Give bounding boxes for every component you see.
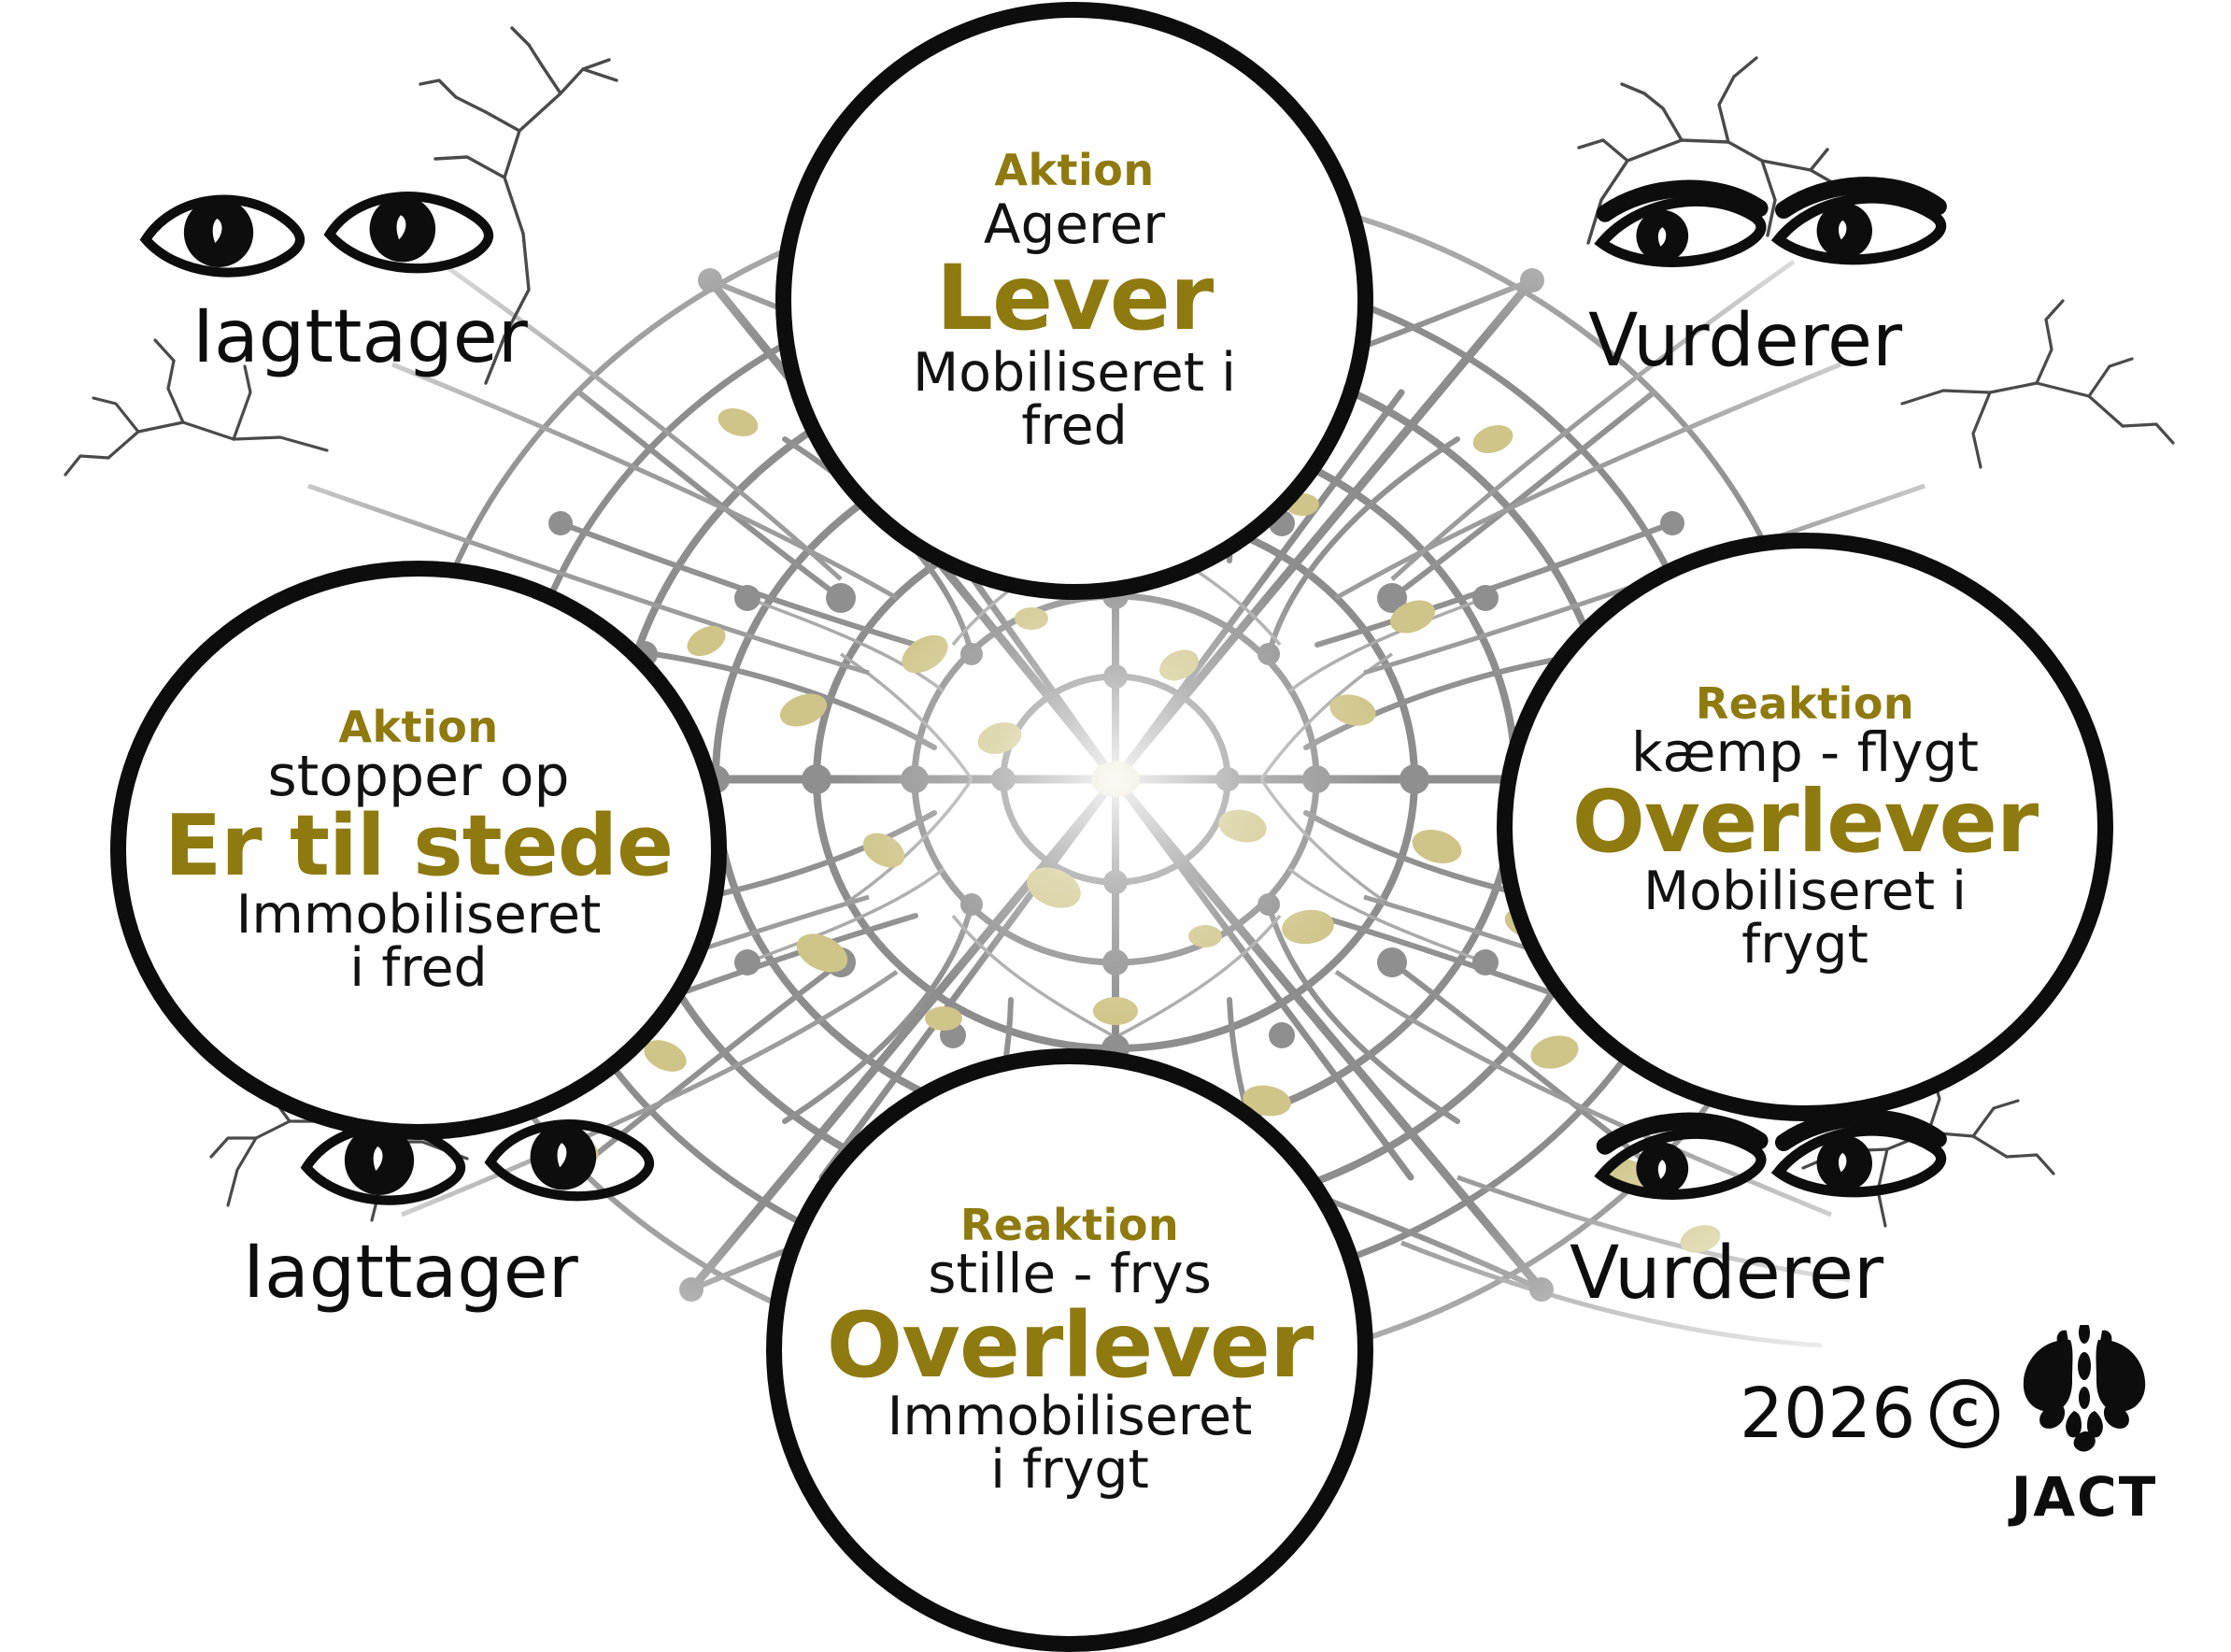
bubble-subtitle: kæmp - flygt bbox=[1630, 720, 1980, 784]
eye-group-label: Vurderer bbox=[1588, 299, 1903, 383]
eye-group-bottom-left: Iagttager bbox=[243, 1098, 673, 1309]
concept-bubble-reaktion-kaemp-flygt[interactable]: Reaktion kæmp - flygt Overlever Mobilise… bbox=[1497, 533, 2113, 1121]
eye-group-label: Iagttager bbox=[243, 1231, 578, 1315]
neuron-sketch-top-left bbox=[419, 26, 618, 385]
neuron-sketch-top-right bbox=[1577, 56, 1852, 245]
eye-group-top-left: Iagttager bbox=[120, 170, 528, 374]
eye-group-top-right: Vurderer bbox=[1579, 170, 1971, 377]
eye-group-bottom-right: Vurderer bbox=[1570, 1103, 1971, 1310]
bubble-subtitle: stopper op bbox=[267, 744, 570, 809]
bubble-detail-line2: frygt bbox=[1741, 914, 1869, 976]
bubble-headline: Overlever bbox=[826, 1293, 1314, 1398]
bubble-subtitle: stille - frys bbox=[928, 1242, 1212, 1305]
bubble-kicker: Reaktion bbox=[959, 1200, 1180, 1250]
bubble-headline: Er til stede bbox=[163, 797, 674, 895]
eye-group-label: Vurderer bbox=[1570, 1232, 1884, 1316]
copyright-year: 2026 bbox=[1740, 1374, 1916, 1454]
eye-group-label: Iagttager bbox=[192, 295, 528, 379]
bubble-kicker: Reaktion bbox=[1695, 678, 1915, 729]
bubble-headline: Lever bbox=[935, 246, 1214, 350]
bubble-headline: Overlever bbox=[1571, 772, 2039, 872]
copyright-icon: C bbox=[1930, 1379, 2000, 1448]
brain-neuron-logo-icon bbox=[2023, 1321, 2146, 1452]
bubble-detail-line2: i fred bbox=[349, 937, 488, 999]
bubble-detail-line2: fred bbox=[1021, 395, 1128, 457]
bubble-subtitle: Agerer bbox=[983, 192, 1166, 256]
neuron-sketch-right bbox=[1900, 299, 2175, 469]
jact-logo[interactable]: JACT bbox=[2005, 1321, 2164, 1529]
bubble-detail-line1: Immobiliseret bbox=[887, 1386, 1253, 1447]
bubble-detail-line1: Mobiliseret i bbox=[912, 342, 1237, 404]
narrowed-eyes-icon bbox=[1594, 177, 1947, 267]
concept-bubble-aktion-lever[interactable]: Aktion Agerer Lever Mobiliseret i fred bbox=[775, 2, 1373, 600]
bubble-detail-line1: Mobiliseret i bbox=[1642, 861, 1968, 922]
copyright-credit: 2026 C bbox=[1740, 1374, 2000, 1454]
narrowed-eyes-icon bbox=[1594, 1109, 1947, 1200]
jact-logo-wordmark: JACT bbox=[2011, 1465, 2158, 1529]
open-eyes-icon bbox=[139, 192, 494, 278]
bubble-kicker: Aktion bbox=[338, 702, 499, 752]
bubble-kicker: Aktion bbox=[994, 145, 1155, 195]
neuron-sketch-left bbox=[64, 338, 329, 477]
concept-bubble-reaktion-stille-frys[interactable]: Reaktion stille - frys Overlever Immobil… bbox=[766, 1048, 1373, 1652]
bubble-detail-line1: Immobiliseret bbox=[235, 884, 602, 946]
bubble-detail-line2: i frygt bbox=[990, 1439, 1149, 1501]
concept-bubble-aktion-er-til-stede[interactable]: Aktion stopper op Er til stede Immobilis… bbox=[110, 561, 727, 1140]
